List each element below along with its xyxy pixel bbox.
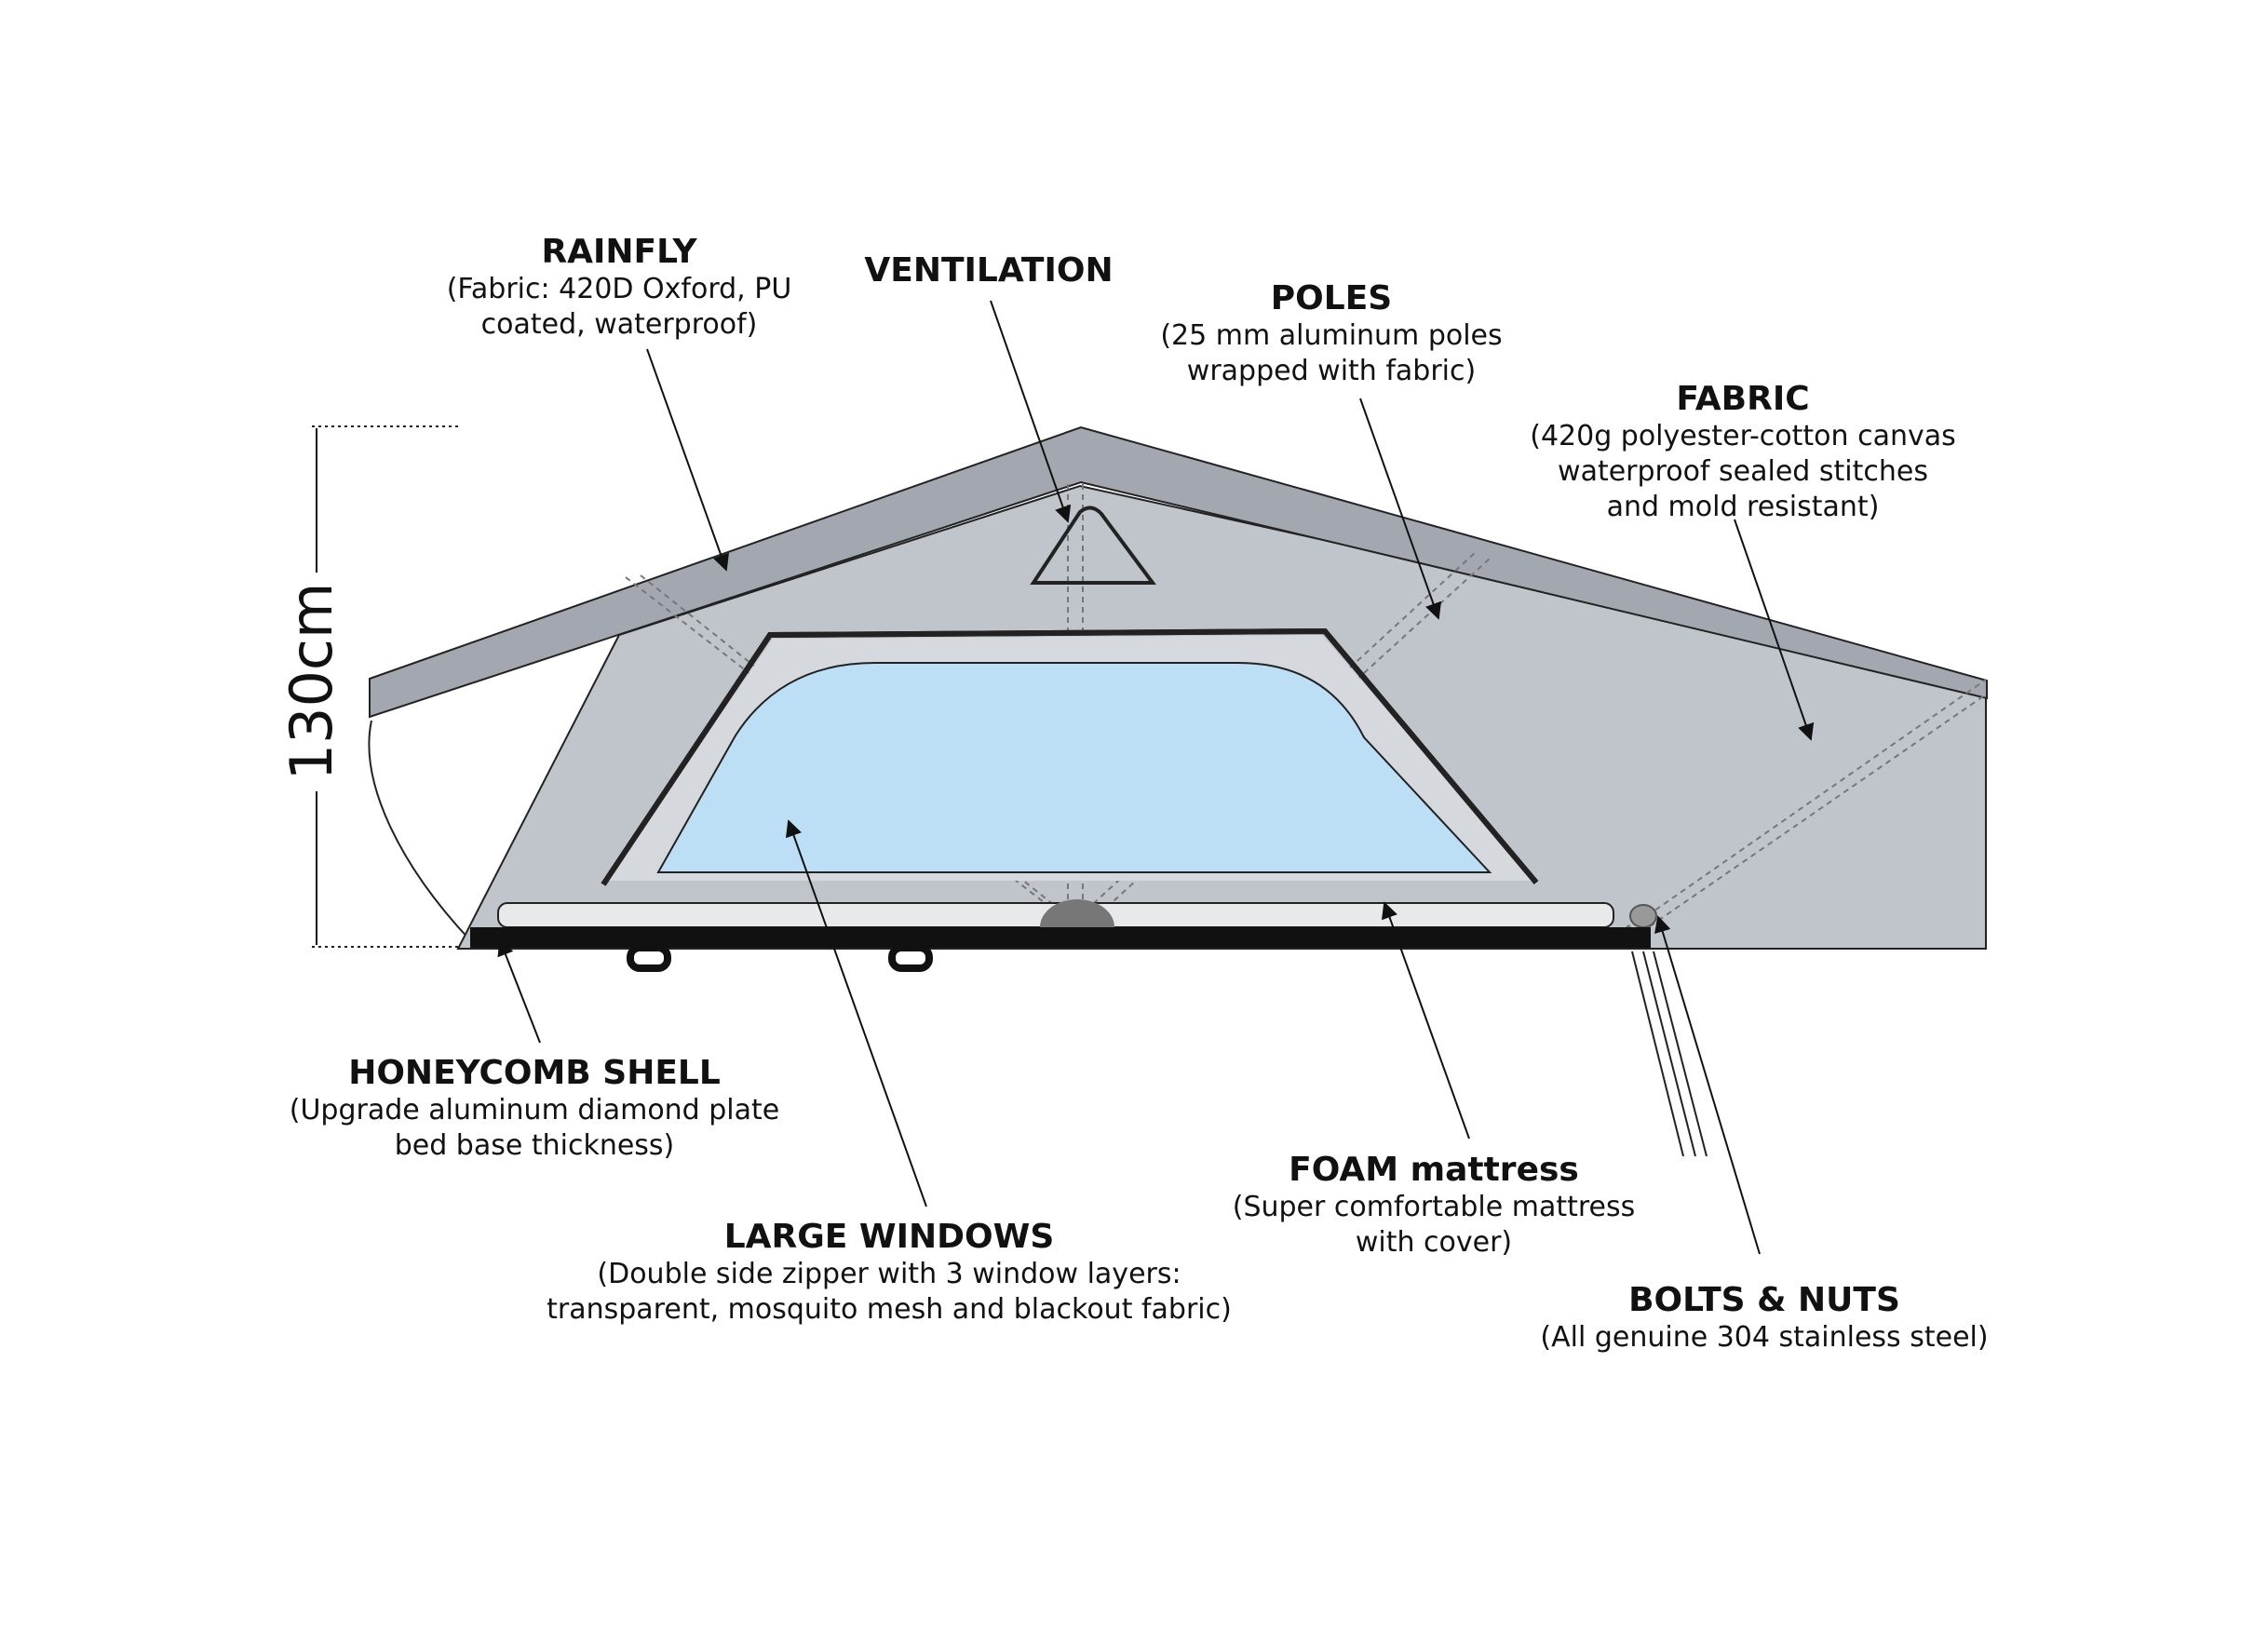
honeycomb-desc-line: bed base thickness): [395, 1129, 675, 1162]
windows-label: LARGE WINDOWS (Double side zipper with 3…: [547, 1218, 1232, 1326]
hinge-bolt: [1629, 904, 1657, 928]
pole: [640, 574, 1083, 928]
height-dimension: 130cm: [277, 425, 458, 948]
rainfly: [369, 425, 1988, 719]
windows-desc-line: transparent, mosquito mesh and blackout …: [547, 1293, 1232, 1326]
mattress-label: FOAM mattress (Super comfortable mattres…: [1233, 1151, 1636, 1259]
windows-desc-line: (Double side zipper with 3 window layers…: [597, 1258, 1181, 1290]
honeycomb-desc-line: (Upgrade aluminum diamond plate: [290, 1094, 780, 1126]
fabric-leader: [1734, 519, 1815, 741]
bolts-title: BOLTS & NUTS: [1628, 1281, 1900, 1319]
tent-illustration: [368, 425, 1988, 1157]
fabric-label: FABRIC (420g polyester-cotton canvas wat…: [1530, 380, 1956, 523]
bolts-leader: [1654, 915, 1761, 1255]
poles-leader: [1359, 398, 1442, 620]
bolts-label: BOLTS & NUTS (All genuine 304 stainless …: [1540, 1281, 1988, 1354]
ventilation-leader: [990, 300, 1072, 523]
honeycomb-leader: [497, 938, 541, 1044]
bolts-desc-line: (All genuine 304 stainless steel): [1540, 1321, 1988, 1354]
rainfly-drape: [368, 720, 471, 941]
honeycomb-label: HONEYCOMB SHELL (Upgrade aluminum diamon…: [290, 1054, 780, 1162]
rainfly-desc-line: (Fabric: 420D Oxford, PU: [447, 273, 792, 305]
fabric-title: FABRIC: [1676, 380, 1809, 418]
poles-title: POLES: [1271, 279, 1392, 317]
fabric-desc-line: and mold resistant): [1607, 491, 1880, 523]
windows-leader: [785, 819, 927, 1207]
fabric-desc-line: waterproof sealed stitches: [1558, 455, 1928, 488]
mattress-title: FOAM mattress: [1289, 1151, 1579, 1189]
poles-label: POLES (25 mm aluminum poles wrapped with…: [1160, 279, 1502, 387]
rainfly-label: RAINFLY (Fabric: 420D Oxford, PU coated,…: [447, 233, 792, 341]
window-glass: [656, 662, 1492, 873]
honeycomb-base: [470, 927, 1651, 948]
pole: [1638, 679, 1987, 923]
rainfly-title: RAINFLY: [541, 233, 697, 271]
poles-desc-line: wrapped with fabric): [1187, 355, 1476, 387]
poles-desc-line: (25 mm aluminum poles: [1160, 319, 1502, 352]
ventilation-vent: [1030, 506, 1156, 585]
mattress-desc-line: (Super comfortable mattress: [1233, 1191, 1636, 1223]
mattress-leader: [1382, 901, 1470, 1140]
bolt-line: [1642, 951, 1696, 1157]
mattress-desc-line: with cover): [1356, 1226, 1512, 1259]
ventilation-label: VENTILATION: [864, 251, 1113, 290]
fabric-desc-line: (420g polyester-cotton canvas: [1530, 420, 1956, 452]
window-frame-line: [601, 627, 1539, 886]
pole-hub: [1040, 899, 1114, 927]
mount-handle-1: [627, 944, 671, 972]
honeycomb-title: HONEYCOMB SHELL: [348, 1054, 721, 1092]
ventilation-title: VENTILATION: [864, 251, 1113, 290]
leader-lines: [497, 300, 1815, 1255]
mount-handle-2: [888, 944, 933, 972]
rainfly-desc-line: coated, waterproof): [481, 308, 758, 341]
windows-title: LARGE WINDOWS: [724, 1218, 1055, 1256]
rainfly-leader: [646, 348, 730, 572]
height-label: 130cm: [277, 583, 345, 781]
pole: [1649, 694, 1987, 927]
bolt-line: [1653, 951, 1708, 1157]
bolt-line: [1631, 951, 1684, 1157]
